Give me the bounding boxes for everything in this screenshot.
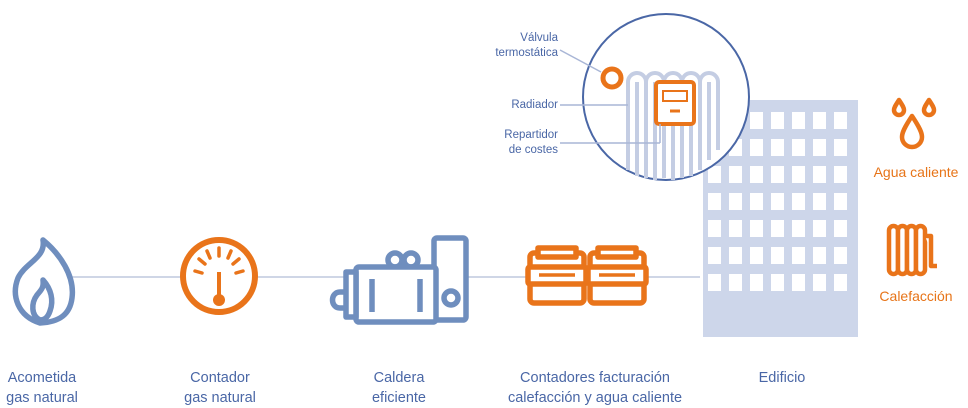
building-window: [750, 139, 763, 156]
gauge-icon: [180, 237, 258, 315]
building-window: [813, 166, 826, 183]
step-label-contadores: Contadores facturación calefacción y agu…: [490, 368, 700, 408]
building-window: [813, 112, 826, 129]
building-window: [813, 139, 826, 156]
step-label-line1: Acometida: [7, 370, 77, 386]
flame-icon: [12, 237, 76, 326]
building-window: [729, 166, 742, 183]
magnifier-detail: [559, 13, 750, 181]
building-window: [834, 274, 847, 291]
building-window: [729, 247, 742, 264]
step-label-line2: gas natural: [6, 390, 78, 406]
building-window: [792, 139, 805, 156]
building-window: [834, 166, 847, 183]
building-window: [729, 193, 742, 210]
building-window: [750, 247, 763, 264]
building-window: [813, 247, 826, 264]
building-window: [771, 166, 784, 183]
step-label-line1: Contador: [190, 370, 250, 386]
step-label-caldera: Caldera eficiente: [356, 368, 442, 408]
step-label-acometida: Acometida gas natural: [0, 368, 84, 408]
building-window: [792, 112, 805, 129]
heating-radiator-icon: [886, 223, 937, 277]
building-window: [771, 193, 784, 210]
building-window: [792, 166, 805, 183]
building-window: [750, 193, 763, 210]
building-window: [708, 247, 721, 264]
step-label-contador: Contador gas natural: [170, 368, 270, 408]
building-window: [834, 112, 847, 129]
meters-icon: [525, 245, 649, 306]
building-window: [792, 274, 805, 291]
building-window: [834, 193, 847, 210]
building-window: [750, 166, 763, 183]
step-label-line2: eficiente: [371, 390, 426, 406]
building-window: [750, 112, 763, 129]
building-window: [729, 220, 742, 237]
building-window: [834, 139, 847, 156]
building-window: [708, 220, 721, 237]
building-window: [813, 193, 826, 210]
boiler-icon: [329, 235, 469, 325]
callout-line1: Repartidor: [504, 129, 558, 141]
building-window: [771, 247, 784, 264]
callout-line2: de costes: [508, 144, 558, 156]
step-label-edificio: Edificio: [742, 368, 822, 388]
building-window: [792, 193, 805, 210]
water-drops-icon: [891, 97, 937, 150]
building-window: [834, 247, 847, 264]
building-window: [729, 274, 742, 291]
step-label-line1: Caldera: [373, 370, 425, 386]
building-window: [771, 274, 784, 291]
building-window: [750, 274, 763, 291]
building-window: [834, 220, 847, 237]
heating-label: Calefacción: [879, 288, 953, 304]
callout-line1: Radiador: [511, 99, 558, 111]
step-label-line1: Edificio: [758, 370, 806, 386]
building-window: [708, 274, 721, 291]
step-label-line2: gas natural: [184, 390, 256, 406]
callout-line1: Válvula: [520, 32, 558, 44]
building-window: [750, 220, 763, 237]
allocator-callout: Repartidor de costes: [480, 128, 558, 158]
valve-callout: Válvula termostática: [480, 31, 558, 61]
building-window: [708, 166, 721, 183]
step-label-line1: Contadores facturación: [520, 370, 670, 386]
building-window: [771, 139, 784, 156]
building-window: [813, 274, 826, 291]
hot-water-label: Agua caliente: [873, 164, 959, 180]
building-window: [813, 220, 826, 237]
building-window: [792, 247, 805, 264]
building-window: [771, 220, 784, 237]
callout-line2: termostática: [495, 47, 558, 59]
step-label-line2: calefacción y agua caliente: [507, 390, 683, 406]
building-window: [708, 193, 721, 210]
building-window: [771, 112, 784, 129]
radiator-callout: Radiador: [480, 98, 558, 113]
building-window: [792, 220, 805, 237]
